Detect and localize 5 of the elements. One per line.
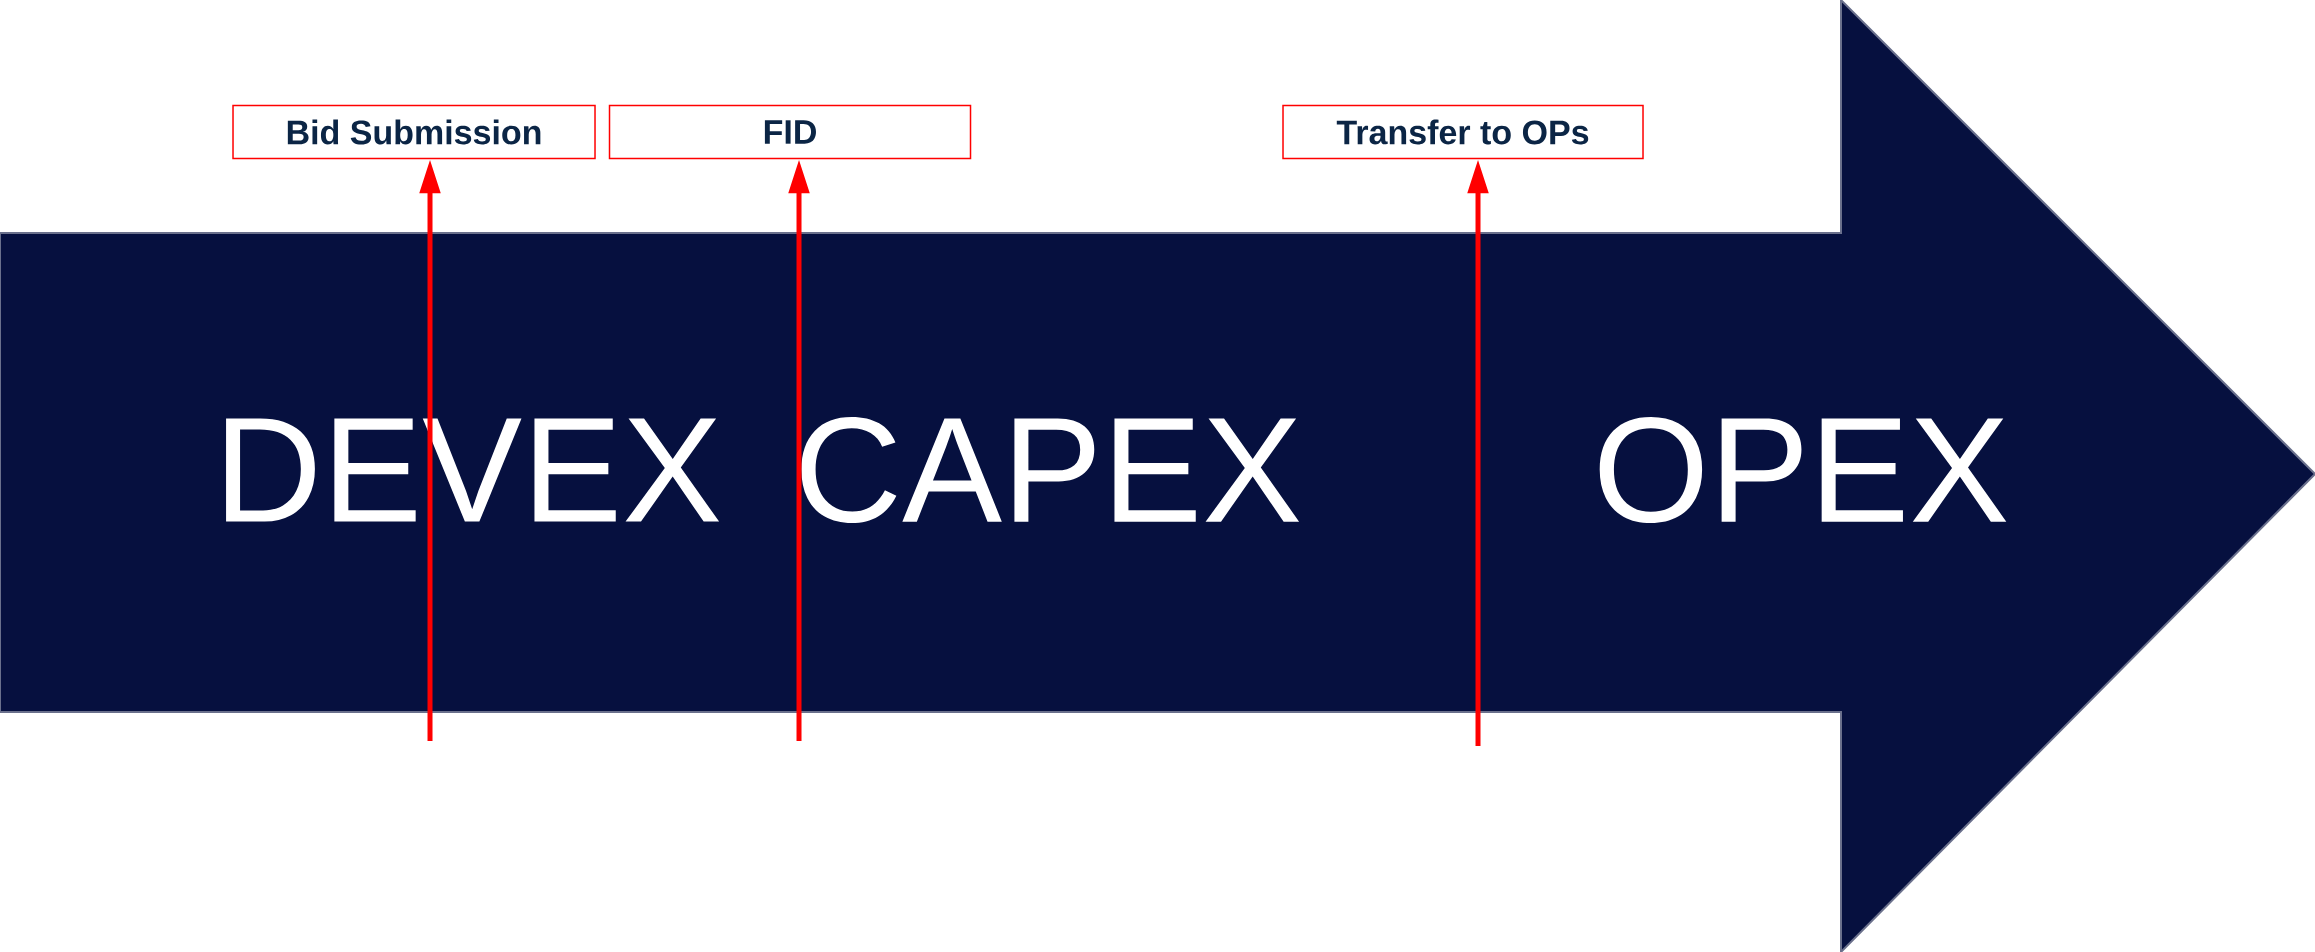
phase-label: OPEX <box>1599 416 2007 524</box>
milestone-box: Transfer to OPs <box>1282 104 1644 160</box>
milestone-box: FID <box>608 104 972 160</box>
phase-label: CAPEX <box>801 416 1300 524</box>
milestone-box: Bid Submission <box>232 104 596 160</box>
